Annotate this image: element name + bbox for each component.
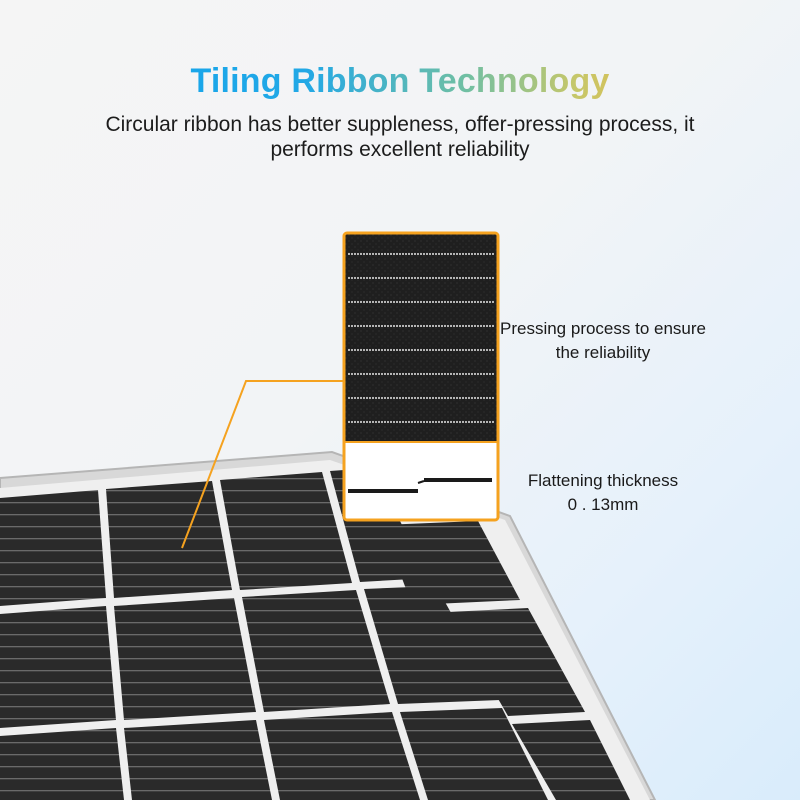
ribbon-cross-section: [348, 478, 492, 493]
hero-subtitle: Circular ribbon has better suppleness, o…: [105, 113, 695, 161]
zoom-callout-frame: [342, 231, 500, 522]
leader-line: [181, 380, 344, 549]
solar-cells: [0, 468, 630, 800]
flattening-callout: Flattening thickness 0 . 13mm: [500, 469, 706, 517]
solar-panel-image: [0, 450, 657, 800]
flattening-label: Flattening thickness: [527, 471, 679, 490]
flattening-value: 0 . 13mm: [567, 495, 639, 514]
ribbon-lines: [348, 253, 494, 423]
hero-title: Tiling Ribbon Technology: [0, 62, 800, 101]
pressing-callout-label: Pressing process to ensure the reliabili…: [500, 319, 706, 362]
